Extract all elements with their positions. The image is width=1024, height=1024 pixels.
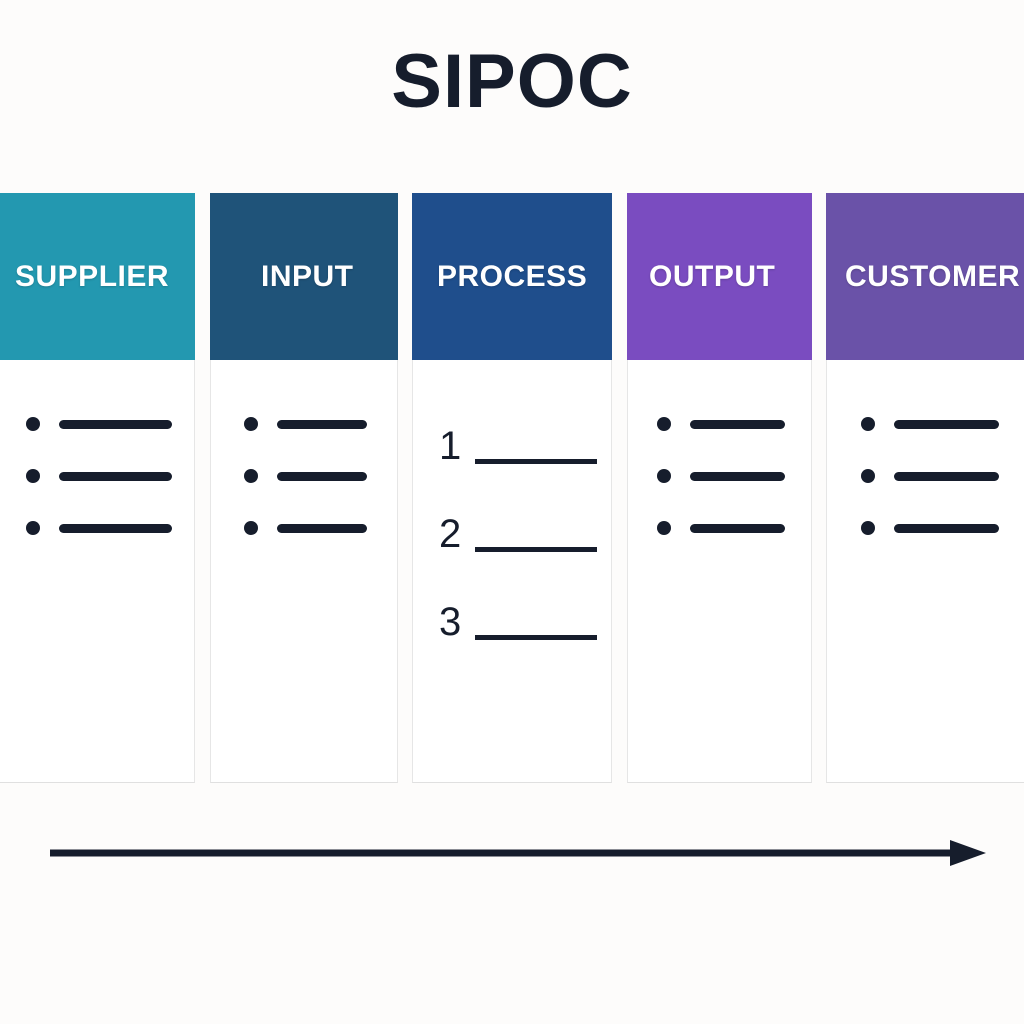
column-process[interactable]: PROCESS 1 2 3 — [412, 193, 612, 783]
blank-line[interactable] — [277, 471, 367, 481]
bullet-list-supplier — [0, 398, 194, 554]
list-item[interactable]: 2 — [439, 468, 598, 556]
blank-line[interactable] — [59, 419, 172, 429]
list-item[interactable] — [657, 450, 811, 502]
sipoc-columns: SUPPLIER — [0, 193, 1024, 783]
list-item[interactable]: 1 — [439, 380, 598, 468]
column-header-input: INPUT — [210, 193, 398, 360]
bullet-dot-icon — [244, 469, 258, 483]
list-item[interactable] — [244, 398, 397, 450]
bullet-list-input — [211, 398, 397, 554]
blank-line[interactable] — [690, 523, 785, 533]
blank-line[interactable] — [59, 523, 172, 533]
blank-line[interactable] — [475, 547, 598, 552]
list-item[interactable] — [244, 502, 397, 554]
bullet-dot-icon — [861, 417, 875, 431]
column-body-customer[interactable] — [826, 360, 1024, 783]
blank-line[interactable] — [59, 471, 172, 481]
blank-line[interactable] — [894, 419, 999, 429]
bullet-list-customer — [827, 398, 1024, 554]
column-body-output[interactable] — [627, 360, 812, 783]
bullet-dot-icon — [861, 469, 875, 483]
list-item[interactable] — [26, 450, 194, 502]
blank-line[interactable] — [894, 471, 999, 481]
step-number: 1 — [439, 424, 462, 468]
step-number: 3 — [439, 600, 462, 644]
numbered-list-process: 1 2 3 — [439, 380, 598, 644]
list-item[interactable] — [861, 502, 1024, 554]
column-body-process[interactable]: 1 2 3 — [412, 360, 612, 783]
column-input[interactable]: INPUT — [210, 193, 398, 783]
column-body-input[interactable] — [210, 360, 398, 783]
list-item[interactable] — [861, 450, 1024, 502]
blank-line[interactable] — [277, 523, 367, 533]
blank-line[interactable] — [690, 471, 785, 481]
list-item[interactable]: 3 — [439, 556, 598, 644]
bullet-dot-icon — [861, 521, 875, 535]
bullet-dot-icon — [244, 521, 258, 535]
bullet-dot-icon — [26, 469, 40, 483]
page-title: SIPOC — [391, 39, 633, 124]
column-header-label-output: OUTPUT — [649, 259, 776, 293]
list-item[interactable] — [861, 398, 1024, 450]
blank-line[interactable] — [475, 459, 598, 464]
column-header-label-input: INPUT — [261, 259, 354, 293]
blank-line[interactable] — [894, 523, 999, 533]
flow-direction-arrow — [50, 838, 986, 868]
list-item[interactable] — [26, 502, 194, 554]
column-header-process: PROCESS — [412, 193, 612, 360]
column-customer[interactable]: CUSTOMER — [826, 193, 1024, 783]
blank-line[interactable] — [475, 635, 598, 640]
column-body-supplier[interactable] — [0, 360, 195, 783]
blank-line[interactable] — [690, 419, 785, 429]
column-supplier[interactable]: SUPPLIER — [0, 193, 195, 783]
bullet-dot-icon — [657, 521, 671, 535]
list-item[interactable] — [657, 398, 811, 450]
column-header-label-process: PROCESS — [437, 259, 588, 293]
bullet-dot-icon — [244, 417, 258, 431]
bullet-dot-icon — [26, 417, 40, 431]
bullet-dot-icon — [657, 417, 671, 431]
blank-line[interactable] — [277, 419, 367, 429]
bullet-dot-icon — [657, 469, 671, 483]
column-header-label-customer: CUSTOMER — [845, 259, 1021, 293]
column-output[interactable]: OUTPUT — [627, 193, 812, 783]
step-number: 2 — [439, 512, 462, 556]
bullet-list-output — [628, 398, 811, 554]
list-item[interactable] — [26, 398, 194, 450]
arrow-right-icon — [50, 840, 986, 866]
list-item[interactable] — [244, 450, 397, 502]
column-header-supplier: SUPPLIER — [0, 193, 195, 360]
bullet-dot-icon — [26, 521, 40, 535]
column-header-output: OUTPUT — [627, 193, 812, 360]
column-header-customer: CUSTOMER — [826, 193, 1024, 360]
column-header-label-supplier: SUPPLIER — [15, 259, 170, 293]
list-item[interactable] — [657, 502, 811, 554]
